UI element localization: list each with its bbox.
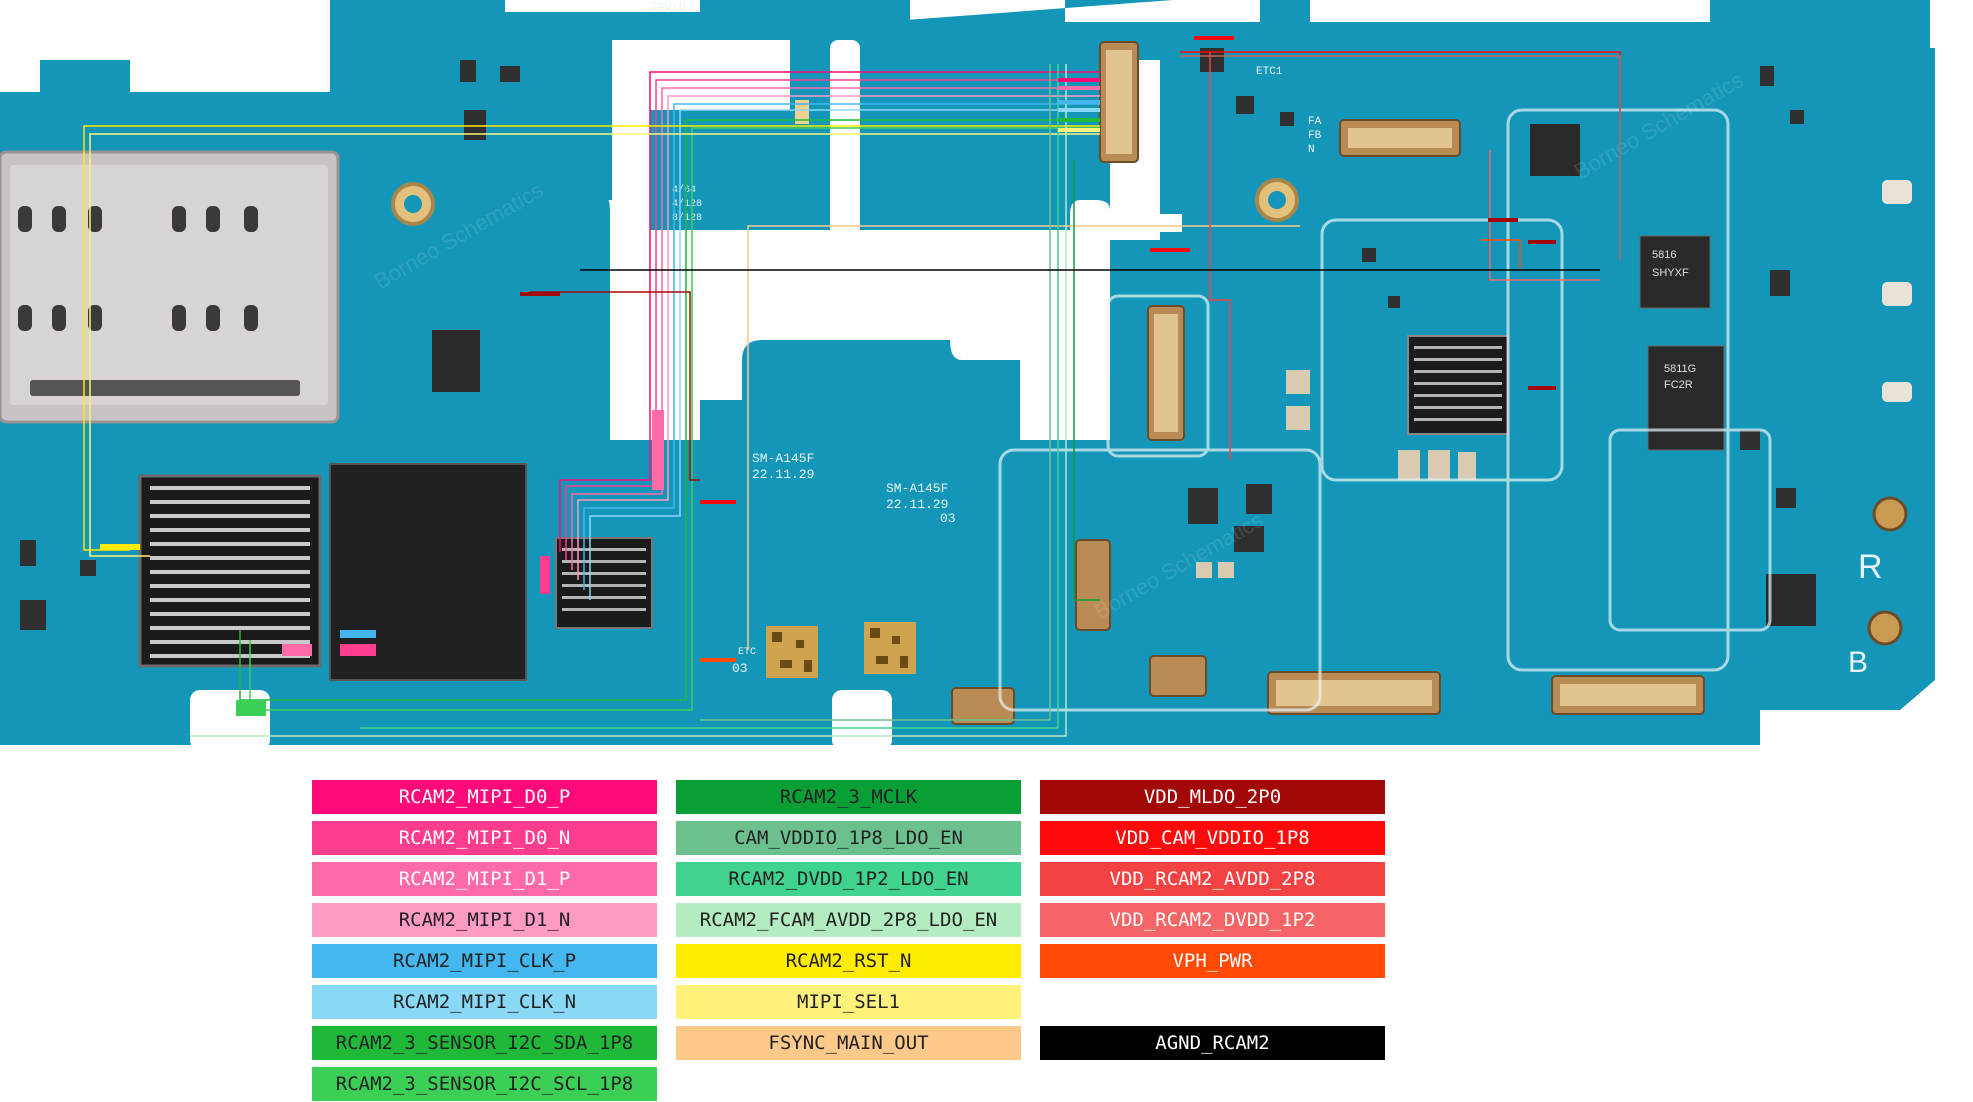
board-etc1-label: ETC1 [1256,66,1283,78]
legend-item-rcam2-3-sensor-i2c-scl-1p8: RCAM2_3_SENSOR_I2C_SCL_1P8 [312,1067,657,1101]
legend-item-vdd-mldo-2p0: VDD_MLDO_2P0 [1040,780,1385,814]
legend-item-rcam2-dvdd-1p2-ldo-en: RCAM2_DVDD_1P2_LDO_EN [676,862,1021,896]
pcb-notch-left [190,690,270,750]
legend-column-2: RCAM2_3_MCLK CAM_VDDIO_1P8_LDO_EN RCAM2_… [676,780,1021,1102]
legend-item-agnd-rcam2: AGND_RCAM2 [1040,1026,1385,1060]
board-mem-label-2: 4/128 [672,198,702,210]
board-etc-label: ETC [738,647,756,658]
legend-item-vdd-cam-vddio-1p8: VDD_CAM_VDDIO_1P8 [1040,821,1385,855]
board-mount-hole-right-center [1268,191,1286,209]
chip-5816-label-1: 5816 [1652,249,1676,261]
board-marking-left: SM-A145F [752,451,814,466]
board-mem-label-1: 4/64 [672,184,696,196]
soc-bga-pattern [150,486,310,658]
sim-tray-inner [10,165,328,405]
legend-item-rcam2-3-mclk: RCAM2_3_MCLK [676,780,1021,814]
silkscreen-outlines [998,108,1772,712]
legend-item-rcam2-fcam-avdd-2p8-ldo-en: RCAM2_FCAM_AVDD_2P8_LDO_EN [676,903,1021,937]
chip-5811-label-1: 5811G [1664,363,1696,375]
legend-item-rcam2-mipi-clk-n: RCAM2_MIPI_CLK_N [312,985,657,1019]
legend-item-rcam2-mipi-d1-p: RCAM2_MIPI_D1_P [312,862,657,896]
board-marking-right: SM-A145F [886,481,948,496]
pcb-board-diagram: 5816 SHYXF 5811G FC2R [0,0,1935,750]
right-bga-pattern [1414,346,1502,421]
board-fa-label: FA [1308,116,1322,128]
board-mount-hole-left-center [404,195,422,213]
board-r-mark: R [1858,548,1883,586]
legend-item-rcam2-mipi-d0-n: RCAM2_MIPI_D0_N [312,821,657,855]
board-b-mark: B [1848,646,1868,679]
board-top-marking: 94V-0 [650,0,686,14]
legend-item-cam-vddio-1p8-ldo-en: CAM_VDDIO_1P8_LDO_EN [676,821,1021,855]
chip-5811 [1647,345,1725,451]
pcb-window [608,200,1110,440]
net-highlights [100,36,1556,716]
legend-item-vph-pwr: VPH_PWR [1040,944,1385,978]
board-mem-label-3: 8/128 [672,212,702,224]
legend-item-rcam2-mipi-d0-p: RCAM2_MIPI_D0_P [312,780,657,814]
legend-item-rcam2-mipi-d1-n: RCAM2_MIPI_D1_N [312,903,657,937]
side-pad-1 [1882,180,1912,204]
smd-passives [795,100,1476,578]
side-pad-3 [1882,382,1912,402]
smd-components [20,48,1804,630]
silkscreen-text: SM-A145F 22.11.29 SM-A145F 22.11.29 03 0… [650,0,1883,679]
pcb-top-bump-2 [0,0,40,92]
pmic-bga-chip [555,537,653,629]
legend-item-fsync-main-out: FSYNC_MAIN_OUT [676,1026,1021,1060]
board-rev-left: 03 [732,661,748,676]
legend-item-rcam2-mipi-clk-p: RCAM2_MIPI_CLK_P [312,944,657,978]
legend-column-1: RCAM2_MIPI_D0_P RCAM2_MIPI_D0_N RCAM2_MI… [312,780,657,1102]
chip-5811-label-2: FC2R [1664,379,1693,391]
legend-item-vdd-rcam2-avdd-2p8: VDD_RCAM2_AVDD_2P8 [1040,862,1385,896]
chip-small-2 [432,330,480,392]
test-pad-1 [1872,496,1908,532]
legend-item-mipi-sel1: MIPI_SEL1 [676,985,1021,1019]
qr-code-pattern [772,628,908,672]
chip-5816 [1639,235,1711,309]
board-rev-right: 03 [940,511,956,526]
legend-item-rcam2-3-sensor-i2c-sda-1p8: RCAM2_3_SENSOR_I2C_SDA_1P8 [312,1026,657,1060]
board-fb-label: FB [1308,130,1322,142]
chip-small-3 [1766,574,1816,626]
legend-column-3: VDD_MLDO_2P0 VDD_CAM_VDDIO_1P8 VDD_RCAM2… [1040,780,1385,1102]
chip-5816-label-2: SHYXF [1652,267,1689,279]
test-pad-2 [1867,610,1903,646]
legend-item-vdd-rcam2-dvdd-1p2: VDD_RCAM2_DVDD_1P2 [1040,903,1385,937]
board-n-label: N [1308,144,1315,156]
pcb-slot-1 [830,40,860,240]
pmic-bga-pattern [562,548,646,611]
pcb-top-left-tab [40,60,130,92]
legend-item-rcam2-rst-n: RCAM2_RST_N [676,944,1021,978]
connector-pins [1106,50,1696,706]
chip-small-1 [1530,124,1580,176]
board-date-right: 22.11.29 [886,497,948,512]
board-date-left: 22.11.29 [752,467,814,482]
sim-contacts [18,206,300,396]
side-pad-2 [1882,282,1912,306]
